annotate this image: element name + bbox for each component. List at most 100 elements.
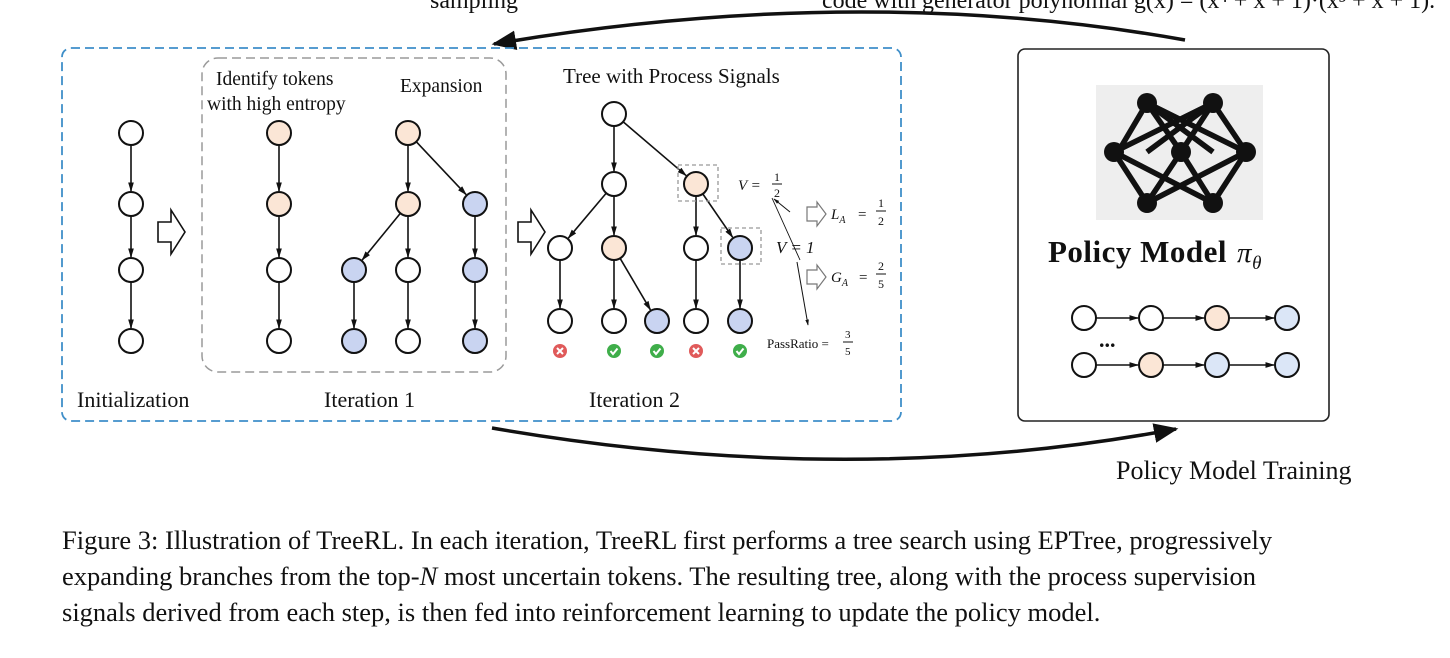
- tree-title: Tree with Process Signals: [563, 64, 780, 88]
- fail-cross-icon: [689, 344, 703, 358]
- ga-signal: GA = 2 5: [806, 259, 886, 291]
- tree-node: [118, 191, 144, 217]
- top-text-left: sampling: [430, 0, 518, 14]
- signal-pointer-v-half: [773, 198, 791, 213]
- highlight-box-1: [677, 164, 719, 202]
- tree-node: [462, 191, 488, 217]
- la-signal: LA = 1 2: [806, 196, 886, 228]
- iteration1-label: Iteration 1: [324, 387, 415, 412]
- v-half-signal: V = 1 2: [738, 170, 782, 200]
- pass-check-icon: [607, 344, 621, 358]
- svg-text:5: 5: [845, 346, 851, 358]
- identify-label-line1: Identify tokens: [216, 69, 334, 90]
- tree-node: [547, 308, 573, 334]
- svg-text:2: 2: [774, 186, 780, 200]
- tree-node: [462, 257, 488, 283]
- tree-edge: [619, 257, 652, 311]
- svg-text:V =: V =: [738, 178, 761, 194]
- iteration2-label: Iteration 2: [589, 387, 680, 412]
- tree-node: [683, 171, 709, 197]
- svg-text:2: 2: [878, 259, 884, 273]
- tree-node: [683, 308, 709, 334]
- tree-node: [683, 235, 709, 261]
- chain-ellipsis: ...: [1099, 327, 1116, 352]
- tree-edge: [361, 212, 402, 261]
- tree-node: [118, 257, 144, 283]
- tree-node: [266, 257, 292, 283]
- highlight-box-2: [720, 227, 762, 265]
- tree-node: [266, 120, 292, 146]
- tree-node: [118, 328, 144, 354]
- process-frame: [61, 47, 902, 422]
- policy-symbol: π: [1237, 237, 1253, 269]
- signal-pointer-pass: [796, 261, 809, 326]
- trajectory-chains: [1071, 305, 1300, 378]
- chain-node: [1204, 352, 1230, 378]
- v-one-signal: V = 1: [776, 238, 815, 257]
- step-arrow-1: [157, 207, 186, 257]
- tree-nodes: [118, 101, 753, 354]
- chain-node: [1071, 305, 1097, 331]
- chain-node: [1071, 352, 1097, 378]
- caption-line-2: expanding branches from the top-N most u…: [62, 561, 1256, 591]
- tree-node: [601, 308, 627, 334]
- tree-node: [118, 120, 144, 146]
- expansion-label: Expansion: [400, 76, 483, 97]
- svg-text:5: 5: [878, 277, 884, 291]
- identify-label-line2: with high entropy: [207, 94, 346, 115]
- chain-node: [1138, 352, 1164, 378]
- figure-caption: Figure 3: Illustration of TreeRL. In eac…: [62, 522, 1424, 630]
- tree-node: [341, 328, 367, 354]
- tree-node: [395, 328, 421, 354]
- tree-node: [341, 257, 367, 283]
- svg-text:V = 1: V = 1: [776, 238, 815, 257]
- tree-edges: [128, 121, 743, 329]
- passratio-signal: PassRatio = 3 5: [767, 329, 853, 358]
- policy-training-label: Policy Model Training: [1116, 456, 1351, 485]
- tree-edge: [567, 192, 607, 239]
- outcome-marks: [553, 344, 747, 358]
- svg-text:1: 1: [774, 170, 780, 184]
- tree-node: [601, 101, 627, 127]
- tree-node: [727, 308, 753, 334]
- chain-node: [1204, 305, 1230, 331]
- training-arrow: [491, 423, 1179, 461]
- tree-node: [601, 171, 627, 197]
- fail-cross-icon: [553, 344, 567, 358]
- chain-node: [1138, 305, 1164, 331]
- tree-node: [601, 235, 627, 261]
- signal-connector: [771, 197, 801, 261]
- svg-text:PassRatio =: PassRatio =: [767, 336, 829, 351]
- tree-node: [462, 328, 488, 354]
- caption-line-1: Figure 3: Illustration of TreeRL. In eac…: [62, 525, 1273, 555]
- chain-node: [1274, 305, 1300, 331]
- svg-text:1: 1: [878, 196, 884, 210]
- tree-node: [395, 257, 421, 283]
- svg-text:=: =: [859, 270, 867, 286]
- initialization-label: Initialization: [77, 387, 189, 412]
- svg-text:LA: LA: [830, 207, 846, 226]
- top-text-right: code with generator polynomial g(x) = (x…: [822, 0, 1435, 14]
- tree-node: [395, 120, 421, 146]
- tree-node: [266, 328, 292, 354]
- tree-node: [395, 191, 421, 217]
- svg-text:GA: GA: [831, 270, 849, 289]
- network-nodes-icon: [1104, 93, 1256, 213]
- svg-text:=: =: [858, 207, 866, 223]
- tree-node: [547, 235, 573, 261]
- pass-check-icon: [733, 344, 747, 358]
- tree-edge: [622, 121, 687, 177]
- tree-node: [727, 235, 753, 261]
- step-arrow-2: [517, 207, 546, 257]
- tree-node: [644, 308, 670, 334]
- svg-text:3: 3: [845, 329, 851, 341]
- treerl-diagram: sampling code with generator polynomial …: [61, 0, 1435, 485]
- iteration1-frame: [201, 57, 507, 373]
- chain-node: [1274, 352, 1300, 378]
- svg-text:2: 2: [878, 214, 884, 228]
- policy-subscript: θ: [1252, 253, 1262, 274]
- policy-model-title: Policy Model: [1048, 234, 1227, 269]
- tree-edge: [415, 141, 467, 196]
- caption-line-3: signals derived from each step, is then …: [62, 597, 1101, 627]
